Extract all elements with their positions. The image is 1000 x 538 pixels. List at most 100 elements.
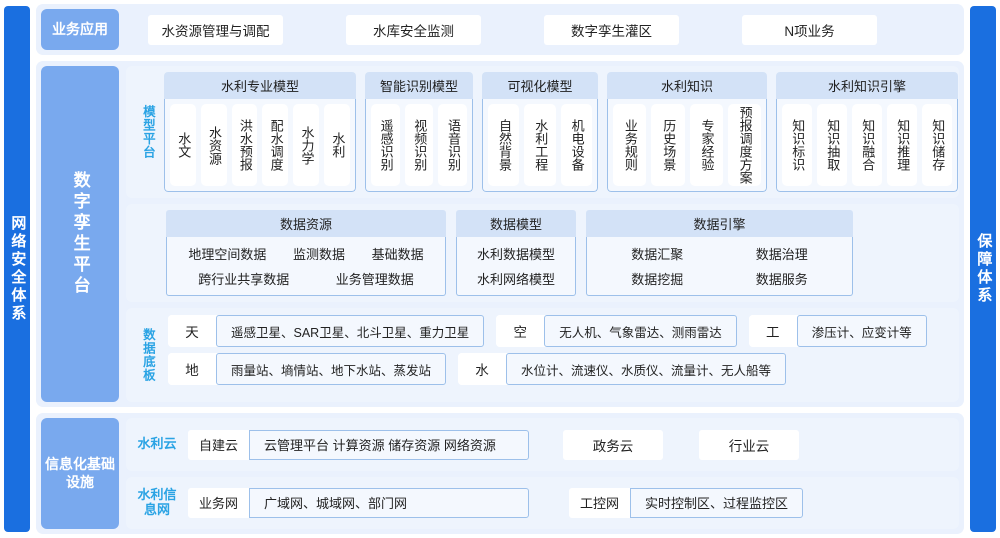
data-item[interactable]: 水利数据模型 <box>476 247 555 263</box>
data-group-resources: 数据资源 地理空间数据 监测数据 基础数据 跨行业共享数据 <box>166 210 446 297</box>
sensing-value[interactable]: 遥感卫星、SAR卫星、北斗卫星、重力卫星 <box>216 315 485 348</box>
cloud-chip-government[interactable]: 政务云 <box>563 429 664 460</box>
model-group-water-knowledge: 水利知识 业务规则 历史场景 专家经验 预报调度方案 <box>607 72 767 193</box>
model-item[interactable]: 水资源 <box>200 104 227 187</box>
network-business-combo: 业务网 广域网、城域网、部门网 <box>188 487 530 518</box>
model-item[interactable]: 机电设备 <box>560 104 592 187</box>
business-app-item[interactable]: 水资源管理与调配 <box>148 14 283 45</box>
model-item[interactable]: 知识融合 <box>852 104 882 187</box>
infrastructure-row-network: 水利信息网 业务网 广域网、城域网、部门网 工控网 实时控制区、过程监控区 <box>126 476 959 529</box>
pillar-left-label: 网络安全体系 <box>9 215 27 323</box>
model-group-items: 自然背景 水利工程 机电设备 <box>482 99 598 193</box>
infrastructure-label: 水利信息网 <box>137 486 177 517</box>
data-group-body: 水利数据模型 水利网络模型 <box>456 237 576 297</box>
sensing-unit-sky: 天 遥感卫星、SAR卫星、北斗卫星、重力卫星 <box>168 315 485 348</box>
business-app-item[interactable]: 水库安全监测 <box>346 14 481 45</box>
model-group-title: 智能识别模型 <box>365 72 473 100</box>
infrastructure-row-cloud: 水利云 自建云 云管理平台 计算资源 储存资源 网络资源 政务云 行业云 <box>126 418 959 471</box>
sensing-value[interactable]: 无人机、气象雷达、测雨雷达 <box>544 315 737 348</box>
data-base-groups-content: 数据资源 地理空间数据 监测数据 基础数据 跨行业共享数据 <box>164 208 955 298</box>
model-platform-content: 水利专业模型 水文 水资源 洪水预报 配水调度 水力学 水利 <box>164 70 958 194</box>
layer-infrastructure: 信息化基础设施 水利云 自建云 云管理平台 计算资源 储存资源 网络资源 政务云… <box>36 413 964 534</box>
sensing-key: 天 <box>168 315 216 348</box>
data-row: 数据汇聚 数据治理 <box>595 244 844 263</box>
sensing-key: 工 <box>748 315 797 348</box>
model-item[interactable]: 水力学 <box>293 104 320 187</box>
model-item[interactable]: 历史场景 <box>651 104 685 187</box>
sensing-value[interactable]: 雨量站、墒情站、地下水站、蒸发站 <box>216 353 447 386</box>
layer-digital-twin-platform: 数字孪生平台 模型平台 水利专业模型 水文 水资 <box>36 61 964 408</box>
model-item[interactable]: 视频识别 <box>404 104 434 187</box>
data-item[interactable]: 数据汇聚 <box>631 247 684 263</box>
layer-infrastructure-body: 水利云 自建云 云管理平台 计算资源 储存资源 网络资源 政务云 行业云 水利信… <box>126 418 959 529</box>
data-item[interactable]: 跨行业共享数据 <box>198 272 290 288</box>
data-item[interactable]: 水利网络模型 <box>476 272 555 288</box>
sensing-unit-air: 空 无人机、气象雷达、测雨雷达 <box>496 315 737 348</box>
layer-business-body: 水资源管理与调配 水库安全监测 数字孪生灌区 N项业务 <box>126 9 959 50</box>
data-base-label: 数据底板 <box>140 328 155 383</box>
section-data-base-groups: 数据资源 地理空间数据 监测数据 基础数据 跨行业共享数据 <box>126 204 959 303</box>
combo-key: 自建云 <box>188 429 250 460</box>
business-app-list: 水资源管理与调配 水库安全监测 数字孪生灌区 N项业务 <box>126 9 959 50</box>
model-item[interactable]: 水文 <box>170 104 196 187</box>
sensing-row: 天 遥感卫星、SAR卫星、北斗卫星、重力卫星 空 无人机、气象雷达、测雨雷达 工… <box>168 315 951 348</box>
model-item[interactable]: 水利 <box>324 104 350 187</box>
model-item[interactable]: 知识标识 <box>782 104 812 187</box>
pillar-support-system: 保障体系 <box>970 6 996 532</box>
combo-key: 业务网 <box>188 487 250 518</box>
data-item[interactable]: 地理空间数据 <box>188 247 267 263</box>
model-item[interactable]: 遥感识别 <box>371 104 400 187</box>
layer-twin-head: 数字孪生平台 <box>41 66 119 403</box>
model-item[interactable]: 预报调度方案 <box>727 104 761 187</box>
combo-value[interactable]: 广域网、城域网、部门网 <box>249 487 530 518</box>
data-item[interactable]: 业务管理数据 <box>335 272 414 288</box>
model-item[interactable]: 洪水预报 <box>231 104 258 187</box>
sensing-value[interactable]: 渗压计、应变计等 <box>796 315 927 348</box>
model-item[interactable]: 知识储存 <box>922 104 952 187</box>
model-item[interactable]: 自然背景 <box>488 104 520 187</box>
data-group-title: 数据模型 <box>456 210 576 238</box>
section-model-platform: 模型平台 水利专业模型 水文 水资源 洪水预报 配水调度 <box>126 66 959 199</box>
model-item[interactable]: 水利工程 <box>524 104 556 187</box>
data-row: 水利网络模型 <box>465 269 567 288</box>
sensing-value[interactable]: 水位计、流速仪、水质仪、流量计、无人船等 <box>506 353 787 386</box>
model-group-items: 水文 水资源 洪水预报 配水调度 水力学 水利 <box>164 99 356 193</box>
data-row: 跨行业共享数据 业务管理数据 <box>175 269 437 288</box>
layer-infrastructure-head: 信息化基础设施 <box>41 418 119 529</box>
data-group-title: 数据引擎 <box>586 210 853 238</box>
infrastructure-label: 水利云 <box>137 436 177 452</box>
business-app-item[interactable]: N项业务 <box>742 14 877 45</box>
model-item[interactable]: 知识推理 <box>887 104 917 187</box>
network-industrial-combo: 工控网 实时控制区、过程监控区 <box>569 487 804 518</box>
model-group-title: 可视化模型 <box>482 72 598 100</box>
model-group-title: 水利专业模型 <box>164 72 356 100</box>
business-app-item[interactable]: 数字孪生灌区 <box>544 14 679 45</box>
combo-value[interactable]: 实时控制区、过程监控区 <box>630 487 804 518</box>
model-item[interactable]: 语音识别 <box>438 104 468 187</box>
model-group-items: 业务规则 历史场景 专家经验 预报调度方案 <box>607 99 767 193</box>
model-group-visualization: 可视化模型 自然背景 水利工程 机电设备 <box>482 72 598 193</box>
combo-value[interactable]: 云管理平台 计算资源 储存资源 网络资源 <box>249 429 530 460</box>
model-item[interactable]: 专家经验 <box>689 104 723 187</box>
data-group-title: 数据资源 <box>166 210 446 238</box>
data-item[interactable]: 基础数据 <box>371 247 424 263</box>
data-row: 数据挖掘 数据服务 <box>595 269 844 288</box>
model-item[interactable]: 知识抽取 <box>817 104 847 187</box>
data-item[interactable]: 数据服务 <box>755 272 808 288</box>
pillar-right-label: 保障体系 <box>975 233 993 305</box>
data-item[interactable]: 数据治理 <box>755 247 808 263</box>
infrastructure-row-list: 水利云 自建云 云管理平台 计算资源 储存资源 网络资源 政务云 行业云 水利信… <box>126 418 959 529</box>
model-item[interactable]: 配水调度 <box>262 104 289 187</box>
model-group-title: 水利知识 <box>607 72 767 100</box>
data-group-list: 数据资源 地理空间数据 监测数据 基础数据 跨行业共享数据 <box>164 208 955 298</box>
data-item[interactable]: 数据挖掘 <box>631 272 684 288</box>
data-item[interactable]: 监测数据 <box>292 247 345 263</box>
cloud-self-built-combo: 自建云 云管理平台 计算资源 储存资源 网络资源 <box>188 429 530 460</box>
model-group-list: 水利专业模型 水文 水资源 洪水预报 配水调度 水力学 水利 <box>164 70 959 194</box>
pillar-network-security: 网络安全体系 <box>4 6 30 532</box>
data-group-body: 地理空间数据 监测数据 基础数据 跨行业共享数据 业务管理数据 <box>166 237 446 297</box>
model-item[interactable]: 业务规则 <box>613 104 647 187</box>
cloud-chip-industry[interactable]: 行业云 <box>699 429 800 460</box>
layer-twin-head-label: 数字孪生平台 <box>70 171 90 298</box>
data-row: 地理空间数据 监测数据 基础数据 <box>175 244 437 263</box>
